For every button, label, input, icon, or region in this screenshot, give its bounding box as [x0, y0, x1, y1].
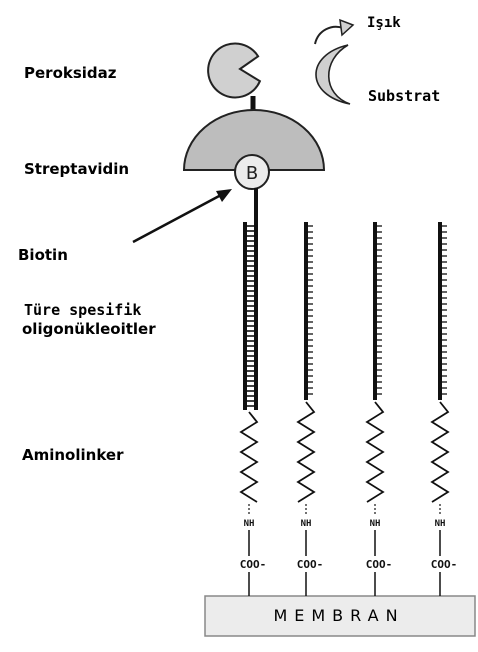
aminolinker-2: [298, 402, 314, 502]
label-probe-line2: oligonükleoitler: [22, 320, 156, 338]
probe-strands: NH COO- NH COO- NH COO- NH COO-: [240, 188, 458, 596]
label-aminolinker: Aminolinker: [22, 446, 124, 464]
nh-label: NH: [301, 519, 312, 529]
nh-label: NH: [370, 519, 381, 529]
coo-label: COO-: [240, 558, 267, 571]
label-biotin: Biotin: [18, 246, 68, 264]
aminolinker-4: [432, 402, 448, 502]
pointer-arrow-icon: [133, 195, 221, 242]
nh-label: NH: [435, 519, 446, 529]
label-probe-line1: Türe spesifik: [24, 301, 141, 319]
label-substrat: Substrat: [368, 87, 440, 105]
aminolinker-3: [367, 402, 383, 502]
aminolinker-1: [241, 412, 257, 502]
nh-label: NH: [244, 519, 255, 529]
label-streptavidin: Streptavidin: [24, 160, 129, 178]
label-isik: Işık: [367, 15, 401, 31]
label-peroksidaz: Peroksidaz: [24, 64, 117, 82]
curved-arrow-icon: [315, 27, 343, 44]
peroxidase-enzyme: [208, 43, 260, 97]
membrane-label: MEMBRAN: [273, 606, 404, 625]
biotin-symbol: B: [246, 163, 258, 184]
coo-label: COO-: [297, 558, 324, 571]
substrate-shape: [316, 45, 350, 104]
coo-label: COO-: [431, 558, 458, 571]
coo-label: COO-: [366, 558, 393, 571]
curved-arrow-head: [340, 20, 353, 35]
